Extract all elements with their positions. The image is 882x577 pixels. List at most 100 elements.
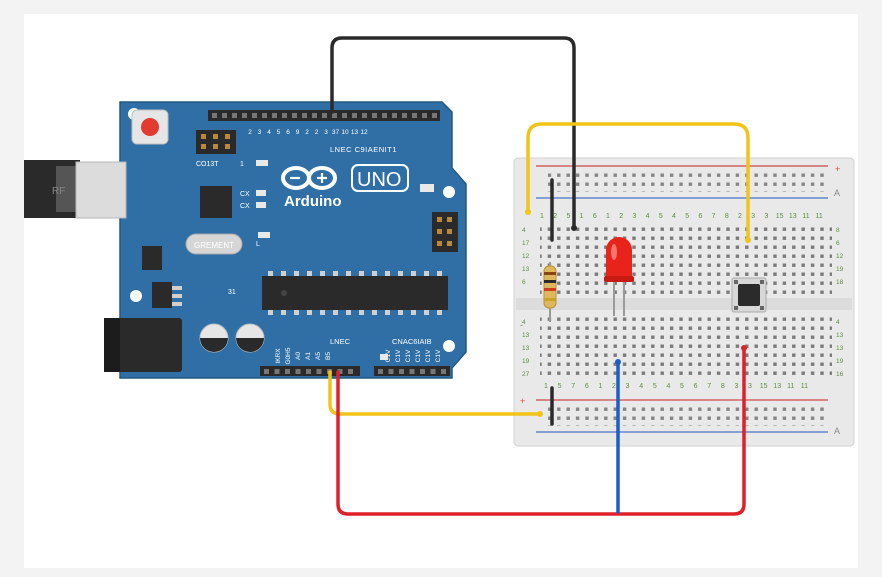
row-number: 13: [522, 266, 530, 273]
usb-connector[interactable]: RF: [24, 160, 127, 219]
power-pin-label: G0H5: [285, 347, 292, 364]
power-jack[interactable]: [104, 318, 182, 372]
breadboard-corner-label-bottom: A: [834, 426, 840, 436]
io-label: CO13T: [196, 161, 219, 168]
wire-black-top[interactable]: [330, 36, 576, 230]
column-number: 5: [659, 213, 663, 220]
crystal-label: GREMENT: [194, 241, 234, 250]
column-number: 11: [816, 213, 823, 220]
pin-number: 10: [341, 129, 349, 136]
row-number: 13: [836, 345, 844, 352]
center-channel: [516, 298, 852, 310]
wire-yellow-bottom[interactable]: [328, 370, 542, 416]
pin-number: 3: [324, 129, 328, 136]
icsp-header-small[interactable]: [196, 130, 236, 154]
column-number: 5: [680, 383, 684, 390]
row-number: 8: [836, 227, 840, 234]
column-number: 3: [734, 383, 738, 390]
column-number: 6: [698, 213, 702, 220]
row-number: 12: [836, 253, 844, 260]
icsp-pins: [201, 134, 230, 149]
column-number: 2: [619, 213, 623, 220]
column-number: 3: [626, 383, 630, 390]
digital-pin-holes: [212, 113, 437, 118]
column-number: 7: [712, 213, 716, 220]
column-number: 7: [571, 383, 575, 390]
row-number: 4: [836, 319, 840, 326]
column-number: 5: [685, 213, 689, 220]
column-number: 11: [802, 213, 809, 220]
analog-pin-label: C1V: [395, 349, 402, 362]
analog-pin-label: C1V: [385, 349, 392, 362]
column-number: 8: [721, 383, 725, 390]
wire-red[interactable]: [336, 346, 746, 516]
usb-label: RF: [52, 186, 65, 197]
rx-led: [256, 202, 266, 208]
bottom-pin-holes: [264, 369, 446, 374]
microcontroller-chip: [262, 271, 448, 315]
column-number: 1: [540, 213, 544, 220]
column-number: 13: [773, 383, 781, 390]
l-label: L: [256, 241, 260, 248]
pin-number: 4: [267, 129, 271, 136]
analog-pin-label: C1V: [405, 349, 412, 362]
regulator-2: [152, 282, 172, 308]
pin-number: 3: [258, 129, 262, 136]
lower-terminal-holes: [540, 316, 832, 380]
board-brand: Arduino: [284, 193, 342, 210]
column-number: 2: [553, 213, 557, 220]
wire-yellow-top[interactable]: [526, 122, 750, 242]
voltage-regulator: [142, 246, 162, 270]
row-number: 19: [836, 358, 844, 365]
column-number: 2: [738, 213, 742, 220]
top-power-rail-holes: [548, 172, 828, 192]
pin-number: 12: [360, 129, 368, 136]
column-number: 5: [566, 213, 570, 220]
power-led: [258, 232, 270, 238]
row-number: 4: [522, 319, 526, 326]
column-number: 15: [776, 213, 784, 220]
pin-number: 2: [305, 129, 309, 136]
s-label: 31: [228, 289, 236, 296]
rail-plus-label-bottom: +: [520, 396, 525, 406]
bottom-left-label: LNEC: [330, 337, 351, 346]
column-number: 1: [598, 383, 602, 390]
l-led: [256, 160, 268, 166]
icsp-header-right[interactable]: [432, 212, 458, 252]
column-number: 4: [666, 383, 670, 390]
column-number: 13: [789, 213, 797, 220]
column-number: 7: [707, 383, 711, 390]
row-number: 13: [836, 332, 844, 339]
column-number: 1: [544, 383, 548, 390]
column-number: 3: [751, 213, 755, 220]
breadboard-corner-label: A: [834, 188, 840, 198]
pin-number: 2: [315, 129, 319, 136]
power-pin-label: B5: [325, 352, 332, 360]
resistor[interactable]: [543, 262, 557, 322]
arduino-logo: [281, 166, 337, 190]
pin-number: 37: [332, 129, 340, 136]
power-pin-label: A1: [305, 352, 312, 360]
board-model: UNO: [357, 169, 401, 191]
mount-hole: [443, 186, 455, 198]
pin-number: 5: [277, 129, 281, 136]
red-led[interactable]: [604, 237, 634, 316]
row-number: 13: [522, 332, 530, 339]
row-number: 27: [522, 371, 530, 378]
row-number: 16: [836, 371, 844, 378]
push-button[interactable]: [731, 277, 767, 313]
mount-hole: [130, 290, 142, 302]
power-pin-label: IKRX: [275, 348, 282, 364]
column-number: 2: [612, 383, 616, 390]
row-number: 18: [836, 279, 844, 286]
rail-minus-label: -: [520, 320, 523, 330]
usb-interface-chip: [200, 186, 232, 218]
